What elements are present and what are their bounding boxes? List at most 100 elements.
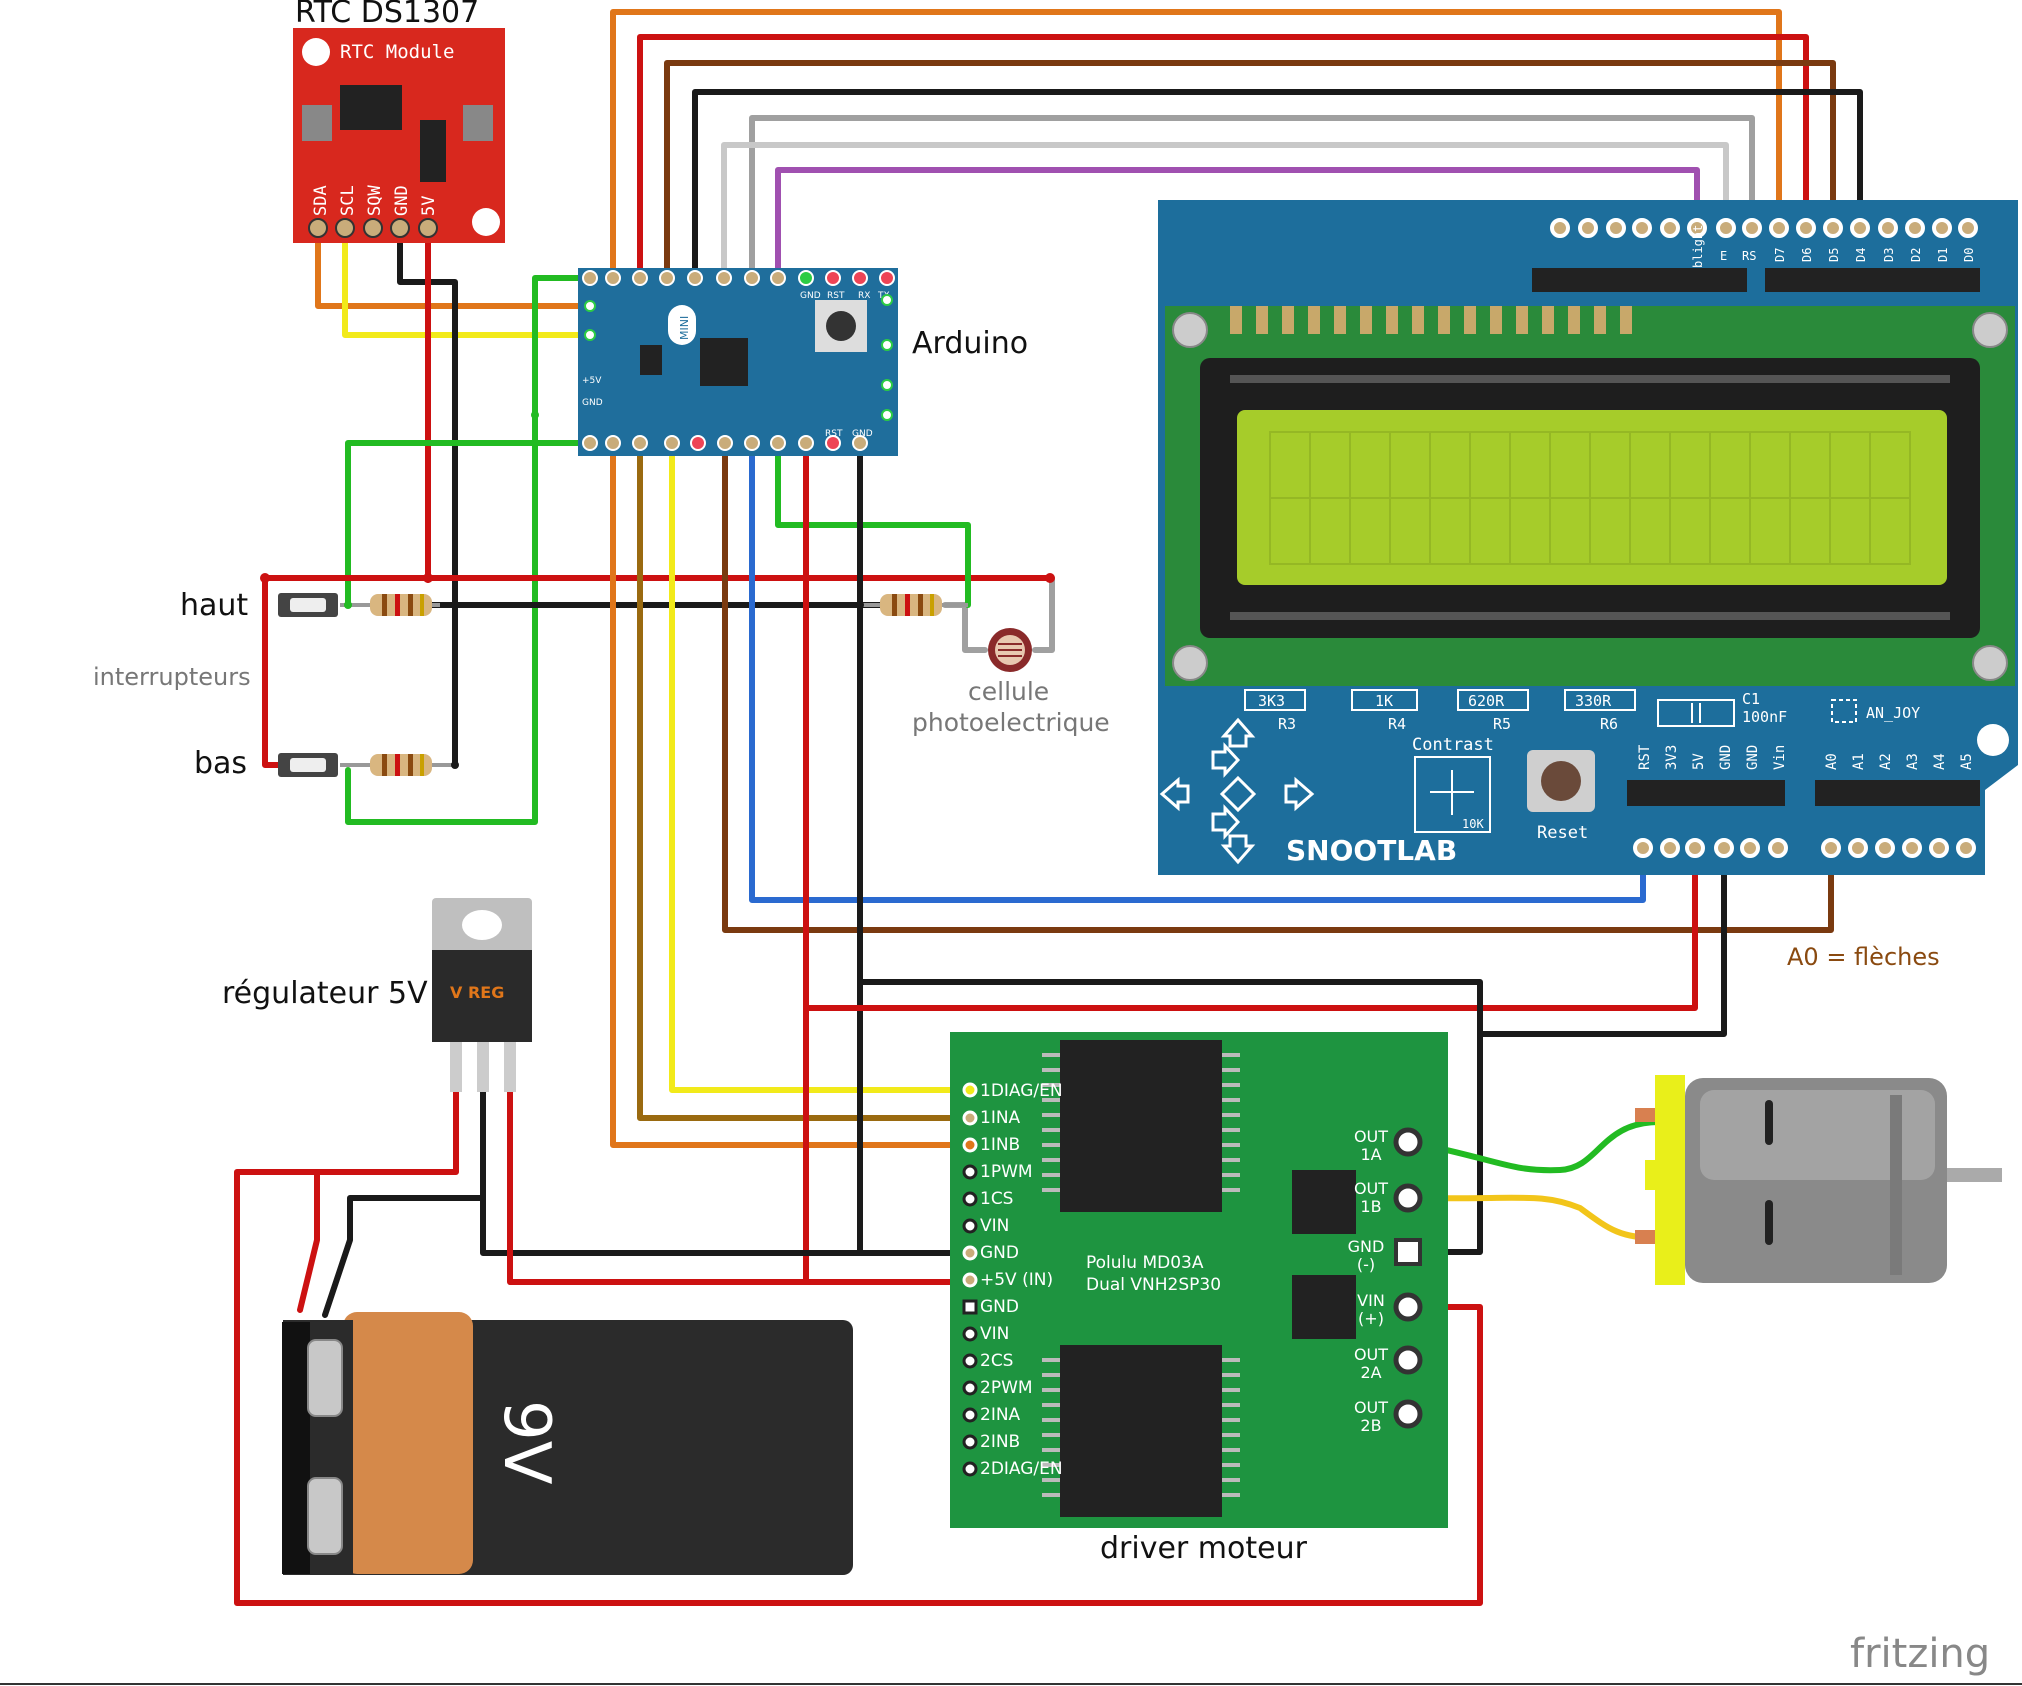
driver-pin-2inb: 2INB (980, 1432, 1020, 1452)
arduino-pin-gnd-top: GND (800, 291, 821, 301)
wire-black-shield-gnd (1477, 845, 1727, 1037)
shield-pin-gnd-2: GND (1745, 745, 1761, 770)
motor-driver-board: Polulu MD03A Dual VNH2SP30 1DIAG/EN 1INA… (950, 1032, 1448, 1528)
shield-pin-a1: A1 (1851, 753, 1867, 770)
driver-out2a-top: OUT (1354, 1345, 1388, 1364)
shield-pin-d6: D6 (1800, 248, 1814, 262)
shield-reset-label: Reset (1537, 823, 1588, 843)
joystick-arrows-icon (1159, 717, 1315, 865)
driver-gnd-top: GND (1348, 1237, 1385, 1256)
wire-red-batt (297, 1169, 320, 1313)
driver-chip-top (1042, 1040, 1240, 1212)
wire-red-5v-bus (803, 440, 973, 1285)
wire-gray-ldr-right (1032, 575, 1055, 653)
shield-pin-e: E (1720, 249, 1727, 263)
wire-lightgray-rs (721, 142, 1729, 281)
driver-pin-gnd-1: GND (980, 1243, 1019, 1263)
battery-9v: 9V (282, 1312, 853, 1575)
shield-res-r6: R6 (1600, 715, 1618, 733)
shield-top-pins (1550, 218, 1978, 238)
rtc-pin-scl: SCL (338, 185, 358, 216)
driver-pin-5v-in: +5V (IN) (980, 1270, 1053, 1290)
wire-orange-sda (315, 225, 593, 309)
shield-cap-ref: C1 (1742, 690, 1760, 708)
driver-pin-gnd-2: GND (980, 1297, 1019, 1317)
photoresistor-icon (988, 628, 1032, 672)
shield-joy-label: AN_JOY (1866, 704, 1920, 722)
wire-yellow-scl (342, 225, 593, 338)
shield-pin-a3: A3 (1905, 753, 1921, 770)
arduino-pin-gnd-bottom: GND (852, 429, 873, 439)
shield-brand: SNOOTLAB (1286, 834, 1457, 867)
driver-pin-2cs: 2CS (980, 1351, 1013, 1371)
lcd-shield: blight E RS D7 D6 D5 D4 D3 D2 D1 D0 (1158, 200, 2018, 875)
rtc-module: RTC Module SDA SCL SQW GND 5V (293, 28, 505, 243)
a0-note-label: A0 = flèches (1787, 943, 1940, 971)
driver-out1b-top: OUT (1354, 1179, 1388, 1198)
driver-chip-bottom (1042, 1345, 1240, 1517)
arduino-bottom-headers (582, 435, 868, 451)
rtc-title-label: RTC DS1307 (295, 0, 479, 30)
wire-green-motor (1407, 1119, 1663, 1174)
rtc-pin-labels: SDA SCL SQW GND 5V (311, 185, 439, 216)
rtc-module-title: RTC Module (340, 41, 454, 63)
driver-pin-1pwm: 1PWM (980, 1162, 1033, 1182)
driver-out1b-bottom: 1B (1360, 1197, 1381, 1216)
shield-pin-3v3: 3V3 (1664, 745, 1680, 770)
wire-green-a (345, 275, 593, 825)
shield-res-620r: 620R (1468, 692, 1505, 710)
regulator-label: V REG (450, 983, 504, 1002)
shield-res-3k3: 3K3 (1258, 692, 1285, 710)
switch-bas[interactable] (278, 753, 338, 777)
wire-yellow-motor (1407, 1194, 1663, 1241)
fritzing-watermark: fritzing (1850, 1631, 1990, 1677)
driver-out1a-bottom: 1A (1360, 1145, 1381, 1164)
driver-out1a-top: OUT (1354, 1127, 1388, 1146)
wire-green-b (345, 440, 593, 608)
rtc-pin-sda: SDA (311, 185, 331, 216)
driver-pin-1diag: 1DIAG/EN (980, 1081, 1063, 1101)
shield-bottom-pins (1633, 838, 1976, 858)
arduino-pin-rst-top: RST (827, 291, 845, 301)
rtc-pin-sqw: SQW (365, 185, 385, 216)
shield-pin-rs: RS (1742, 249, 1756, 263)
switch-haut[interactable] (278, 593, 338, 617)
driver-left-pin-labels: 1DIAG/EN 1INA 1INB 1PWM 1CS VIN GND +5V … (980, 1081, 1063, 1479)
contrast-pot (1414, 756, 1491, 833)
shield-pin-blight: blight (1691, 225, 1705, 268)
lcd-character-grid (1269, 431, 1911, 565)
shield-res-r3: R3 (1278, 715, 1296, 733)
arduino-pin-rx: RX (858, 291, 870, 301)
driver-right-labels: OUT 1A OUT 1B GND (-) VIN (+) OUT 2A OUT… (1348, 1127, 1389, 1435)
shield-pin-vin: Vin (1772, 745, 1788, 770)
shield-res-1k: 1K (1375, 692, 1393, 710)
shield-pin-a0: A0 (1824, 753, 1840, 770)
cellule-label-1: cellule (968, 677, 1049, 706)
shield-pin-d1: D1 (1936, 248, 1950, 262)
wire-black-reg-gnd (480, 1087, 863, 1256)
wire-black-batt (322, 1195, 486, 1318)
wire-red-reg-out (507, 1087, 811, 1285)
rtc-pin-gnd: GND (392, 185, 412, 216)
shield-power-labels: RST 3V3 5V GND GND Vin A0 A1 A2 A3 A4 A5 (1637, 744, 1975, 770)
wire-orange-d7 (610, 9, 1782, 281)
shield-contrast-label: Contrast (1412, 735, 1494, 755)
shield-top-pin-labels: blight E RS D7 D6 D5 D4 D3 D2 D1 D0 (1691, 225, 1976, 268)
shield-pin-d2: D2 (1909, 248, 1923, 262)
resistor-ldr (860, 594, 968, 616)
shield-pin-d7: D7 (1773, 248, 1787, 262)
wire-yellow-1diag (669, 440, 973, 1093)
shield-pin-gnd-1: GND (1718, 745, 1734, 770)
shield-pin-d4: D4 (1854, 248, 1868, 262)
driver-pin-1cs: 1CS (980, 1189, 1013, 1209)
driver-out2a-bottom: 2A (1360, 1363, 1381, 1382)
shield-res-330r: 330R (1575, 692, 1612, 710)
shield-pin-a5: A5 (1959, 753, 1975, 770)
shield-pin-5v: 5V (1691, 753, 1707, 770)
shield-pin-a2: A2 (1878, 753, 1894, 770)
shield-pin-d5: D5 (1827, 248, 1841, 262)
wires (234, 9, 1863, 1606)
junction-dots (260, 573, 1055, 583)
driver-pin-2pwm: 2PWM (980, 1378, 1033, 1398)
